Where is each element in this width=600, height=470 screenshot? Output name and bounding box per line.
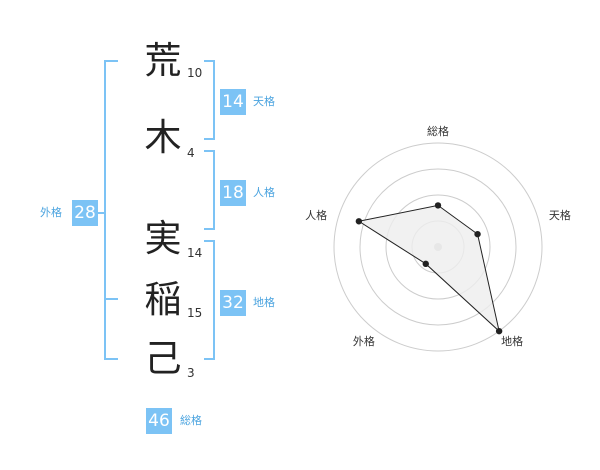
stroke-count-3: 14 (187, 246, 203, 260)
stroke-count-4: 15 (187, 306, 203, 320)
gaikaku-bracket-vertical (104, 60, 106, 360)
stroke-count-2: 4 (187, 146, 195, 160)
tenkaku-badge: 14 (220, 89, 246, 115)
gaikaku-label: 外格 (40, 206, 62, 219)
radar-axis-label: 天格 (549, 208, 571, 222)
radar-grid-ring (385, 194, 491, 300)
gaikaku-connector (98, 212, 104, 214)
jinkaku-bracket-bottom (204, 228, 215, 230)
chikaku-bracket-bottom (204, 358, 215, 360)
radar-point-3 (495, 327, 503, 335)
chikaku-badge: 32 (220, 290, 246, 316)
radar-axis-label: 地格 (501, 334, 523, 348)
radar-axis-label: 外格 (353, 334, 375, 348)
radar-axis-label: 人格 (305, 208, 327, 222)
gaikaku-bracket-bottom (104, 358, 118, 360)
tenkaku-label: 天格 (253, 95, 275, 108)
radar-point-4 (422, 260, 429, 268)
tenkaku-bracket-top (204, 60, 215, 62)
gaikaku-badge: 28 (72, 200, 98, 226)
soukaku-label: 総格 (180, 414, 202, 427)
jinkaku-bracket-vertical (213, 150, 215, 230)
stroke-count-1: 10 (187, 66, 203, 80)
tenkaku-bracket-bottom (204, 138, 215, 140)
chikaku-label: 地格 (253, 296, 275, 309)
chikaku-bracket-top (204, 240, 215, 242)
stroke-count-5: 3 (187, 366, 195, 380)
name-char-4: 稲 (144, 278, 182, 321)
chikaku-bracket-vertical (213, 240, 215, 360)
radar-point-5 (355, 218, 363, 225)
name-char-5: 己 (144, 337, 182, 380)
radar-axis-label: 総格 (427, 124, 449, 138)
soukaku-badge: 46 (146, 408, 172, 434)
tenkaku-bracket-vertical (213, 60, 215, 140)
gaikaku-bracket-middle (104, 298, 118, 300)
name-char-1: 荒 (144, 39, 182, 82)
jinkaku-badge: 18 (220, 180, 246, 206)
jinkaku-bracket-top (204, 150, 215, 152)
radar-series-polygon (357, 204, 500, 333)
gaikaku-bracket-top (104, 60, 118, 62)
radar-grid-ring (333, 142, 543, 352)
name-char-2: 木 (144, 116, 182, 159)
radar-grid-ring (359, 168, 517, 326)
radar-point-2 (474, 230, 481, 238)
name-char-3: 実 (144, 217, 182, 260)
jinkaku-label: 人格 (253, 186, 275, 199)
radar-point-1 (434, 202, 442, 209)
